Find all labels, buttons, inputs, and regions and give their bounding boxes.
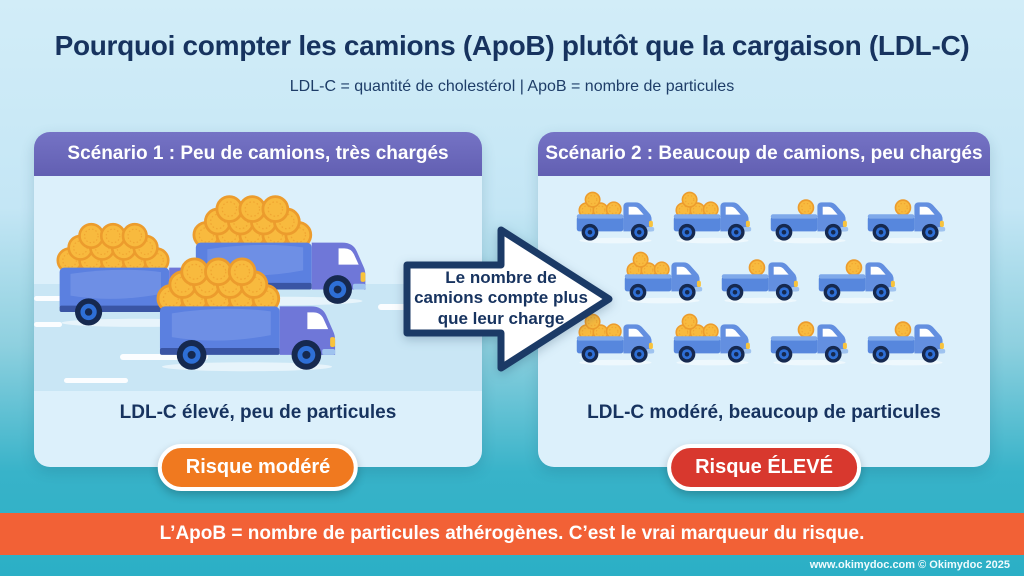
- scenario2-panel: Scénario 2 : Beaucoup de camions, peu ch…: [538, 132, 990, 491]
- small-truck-icon: [575, 312, 663, 367]
- bottom-banner-text: L’ApoB = nombre de particules athérogène…: [159, 523, 865, 544]
- arrow-message: Le nombre de camions compte plus que leu…: [411, 268, 591, 329]
- left-risk-badge: Risque modéré: [157, 444, 359, 491]
- truck-grid: [538, 176, 990, 391]
- small-truck-icon: [672, 312, 760, 367]
- bottom-banner: L’ApoB = nombre de particules athérogène…: [0, 513, 1024, 555]
- small-truck-icon: [672, 190, 760, 245]
- small-truck-icon: [769, 190, 857, 245]
- scenario2-illustration: [538, 176, 990, 391]
- credit-text: www.okimydoc.com © Okimydoc 2025: [809, 559, 1010, 571]
- small-truck-icon: [866, 312, 954, 367]
- scenario1-header-label: Scénario 1 : Peu de camions, très chargé…: [67, 143, 449, 164]
- arrow-message-line1: Le nombre de: [445, 268, 557, 287]
- page-title: Pourquoi compter les camions (ApoB) plut…: [54, 30, 970, 61]
- arrow-message-line2: camions compte plus: [414, 288, 588, 308]
- scenario1-illustration: [34, 176, 482, 391]
- center-arrow-icon: [402, 221, 620, 377]
- scenario2-caption: LDL-C modéré, beaucoup de particules: [587, 402, 941, 423]
- speed-line: [120, 354, 208, 360]
- small-truck-icon: [575, 190, 663, 245]
- small-truck-icon: [866, 190, 954, 245]
- truck-row: [538, 312, 990, 367]
- page-subtitle: LDL-C = quantité de cholestérol | ApoB =…: [289, 78, 735, 95]
- scenario2-header: Scénario 2 : Beaucoup de camions, peu ch…: [538, 132, 990, 176]
- truck-row: [538, 250, 990, 305]
- scenario1-caption: LDL-C élevé, peu de particules: [119, 402, 397, 423]
- small-truck-icon: [769, 312, 857, 367]
- scenario2-header-label: Scénario 2 : Beaucoup de camions, peu ch…: [545, 143, 983, 164]
- truck-row: [538, 190, 990, 245]
- small-truck-icon: [817, 250, 905, 305]
- speed-line: [64, 378, 128, 383]
- speed-line: [34, 296, 82, 301]
- scenario1-panel: Scénario 1 : Peu de camions, très chargé…: [34, 132, 482, 491]
- big-truck-icon: [156, 250, 344, 374]
- right-risk-badge: Risque ÉLEVÉ: [667, 444, 861, 491]
- small-truck-icon: [623, 250, 711, 305]
- big-truck-icon: [192, 188, 374, 308]
- big-trucks: [34, 176, 482, 391]
- scenario1-header: Scénario 1 : Peu de camions, très chargé…: [34, 132, 482, 176]
- speed-line: [34, 322, 62, 327]
- small-truck-icon: [720, 250, 808, 305]
- arrow-message-line3: que leur charge: [437, 308, 565, 328]
